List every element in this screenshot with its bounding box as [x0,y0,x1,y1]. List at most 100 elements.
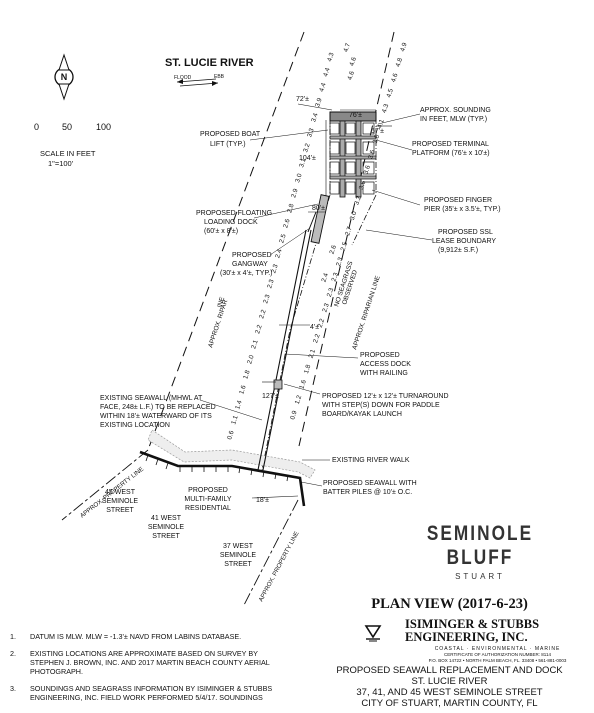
st45-label-3: STREET [106,507,134,514]
st37-label-2: SEMINOLE [220,552,257,559]
dim-76: 76'± [349,112,362,119]
scale-tick-50: 50 [62,122,72,132]
sounding-value: 3.8 [372,133,382,144]
note-text: EXISTING LOCATIONS ARE APPROXIMATE BASED… [30,649,270,676]
new-seawall-label-1: PROPOSED SEAWALL WITH [323,480,417,487]
sounding-value: 0.9 [289,409,299,420]
existing-seawall-label-3: WITHIN 18'± WATERWARD OF ITS [100,413,212,420]
firm-name-line-1: ISIMINGER & STUBBS [405,617,540,631]
sounding-value: 4.4 [322,67,332,78]
sounding-value: 2.0 [246,354,256,365]
st37-label-3: STREET [224,561,252,568]
brand-sub: STUART [455,572,505,581]
sounding-value: 2.2 [258,309,268,320]
sounding-value: 3.6 [358,179,368,190]
dim-72: 72'± [296,96,309,103]
sounding-value: 2.3 [326,287,336,298]
flood-label: FLOOD [174,75,192,81]
sounding-value: 3.2 [302,142,312,153]
firm-name: ISIMINGER & STUBBS ENGINEERING, INC. [405,618,590,644]
sounding-value: 3.6 [363,164,373,175]
brand-name: SEMINOLE BLUFF [426,522,534,569]
sounding-value: 2.3 [330,271,340,282]
ebb-label: EBB [214,74,225,80]
sounding-value: 3.3 [306,127,316,138]
turnaround-label-2: WITH STEP(S) DOWN FOR PADDLE [322,402,440,409]
sounding-value: 1.4 [234,399,244,410]
dim-18: 18'± [256,497,269,504]
ssl-boundary-label-2: LEASE BOUNDARY [432,238,496,245]
sounding-value: 1.8 [242,369,252,380]
river-name: ST. LUCIE RIVER [165,57,254,69]
soundings-right: 4.94.84.64.54.34.13.83.63.63.63.23.02.72… [289,41,409,420]
ssl-lease-boundary [261,118,331,471]
project-line-4: CITY OF STUART, MARTIN COUNTY, FL [361,698,538,709]
scale-caption: SCALE IN FEET [40,149,96,158]
sounding-value: 2.4 [274,248,284,259]
sounding-value: 2.1 [308,348,318,359]
firm-cert: CERTIFICATE OF AUTHORIZATION NUMBER: 811… [444,652,551,657]
sounding-callout-2: IN FEET, MLW (TYP.) [420,116,487,123]
sounding-value: 2.3 [262,293,272,304]
firm-tagline: COASTAL · ENVIRONMENTAL · MARINE [434,646,561,652]
terminal-platform [329,111,377,122]
project-line-3: 37, 41, AND 45 WEST SEMINOLE STREET [356,687,543,698]
firm-name-line-2: ENGINEERING, INC. [405,630,528,644]
sounding-value: 2.2 [312,333,322,344]
plan-view-title: PLAN VIEW (2017-6-23) [371,596,528,612]
sounding-value: 2.2 [317,317,327,328]
batter-piles [145,454,289,482]
note-number: 2. [10,649,16,658]
access-dock-label-1: PROPOSED [360,352,400,359]
sounding-value: 1.8 [303,363,313,374]
flow-arrows-icon [176,78,219,87]
sounding-value: 0.6 [226,429,236,440]
riparian-left-label-2: INE [216,296,226,309]
project-line-1: PROPOSED SEAWALL REPLACEMENT AND DOCK [336,665,563,676]
finger-pier-label-2: PIER (35'± x 3.5'±, TYP.) [424,206,501,213]
north-label: N [61,72,68,82]
property-line-right [243,499,299,606]
existing-seawall-label-4: EXISTING LOCATION [100,422,170,429]
sounding-mid-4: 2.4 [321,272,331,283]
new-seawall-label-2: BATTER PILES @ 10'± O.C. [323,489,412,496]
access-dock-label-3: WITH RAILING [360,370,408,377]
firm-logo-icon [364,625,382,642]
sounding-callout-1: APPROX. SOUNDING [420,107,491,114]
sounding-value: 2.9 [290,188,300,199]
turnaround-label-3: BOARD/KAYAK LAUNCH [322,411,402,418]
sounding-value: 3.6 [367,149,377,160]
st45-label-1: 45 WEST [105,489,136,496]
sounding-value: 2.3 [321,302,331,313]
sounding-value: 2.6 [282,218,292,229]
dim-104: 104'± [299,155,316,162]
sounding-value: 4.3 [381,103,391,114]
riparian-right-label: APPROX. RIPARIAN LINE [351,274,382,350]
sounding-value: 2.8 [286,203,296,214]
st45-label-2: SEMINOLE [102,498,139,505]
floating-dock-label-3: (60'± x 8'±) [204,228,238,235]
dim-127: 127'± [262,393,279,400]
firm-address: P.O. BOX 14722 • NORTH PALM BEACH, FL. 3… [428,658,567,663]
multifamily-label-3: RESIDENTIAL [185,505,231,512]
finger-pier-label-1: PROPOSED FINGER [424,197,492,204]
firm-details: COASTAL · ENVIRONMENTAL · MARINE CERTIFI… [405,646,590,664]
note-text: DATUM IS MLW. MLW = -1.3'± NAVD FROM LAB… [30,632,242,641]
sounding-value: 2.7 [344,225,354,236]
finger-piers [329,135,377,180]
riparian-line-right [298,31,395,447]
sounding-value: 3.2 [353,195,363,206]
access-dock-label-2: ACCESS DOCK [360,361,411,368]
sounding-mid-1: 4.6 [349,56,359,67]
st37-label-1: 37 WEST [223,543,254,550]
gangway-label-2: GANGWAY [232,261,268,268]
sounding-value: 1.6 [298,379,308,390]
sounding-value: 4.4 [318,82,328,93]
sounding-value: 4.9 [399,41,409,52]
sounding-value: 4.6 [390,72,400,83]
boat-lifts [329,122,375,195]
dim-4: 4'± [310,324,319,331]
sounding-value: 4.1 [376,118,386,129]
note-number: 3. [10,684,16,693]
